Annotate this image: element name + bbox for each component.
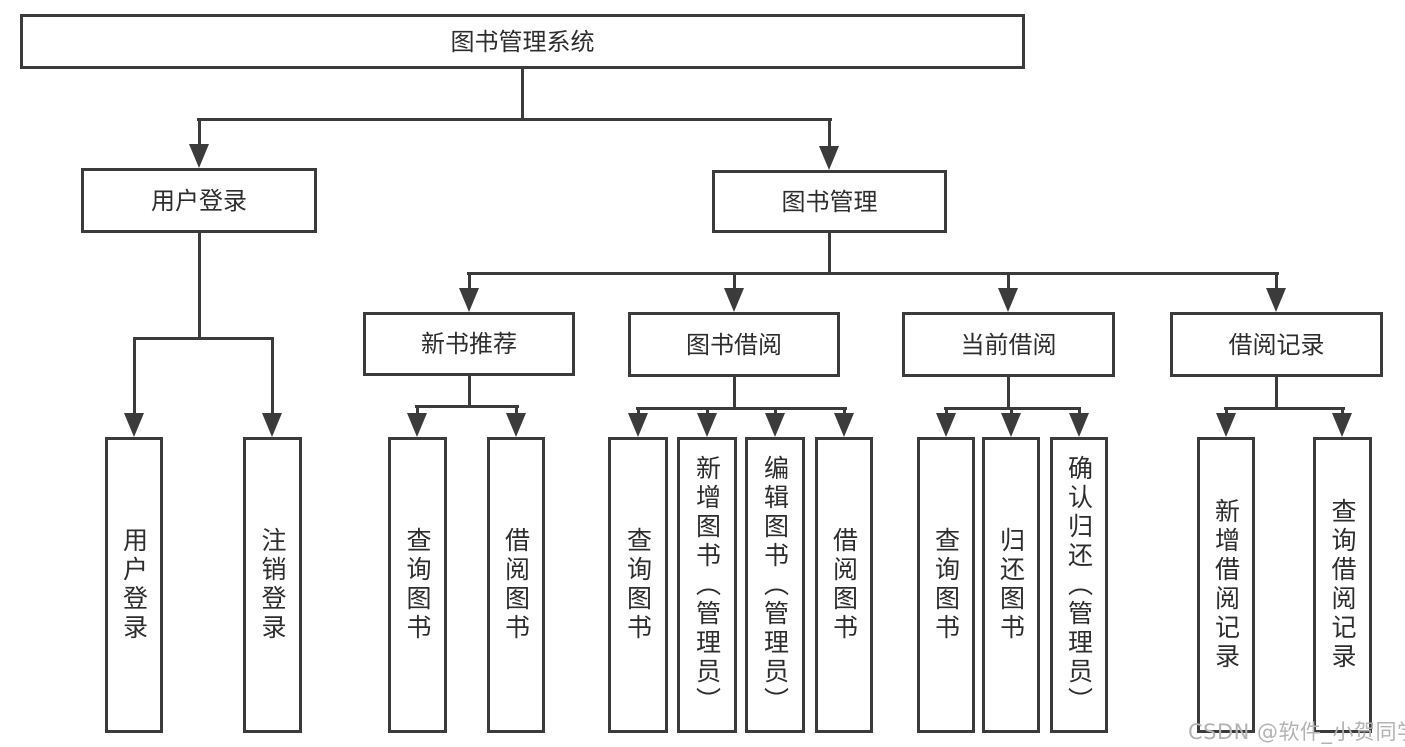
connector-line [843,407,846,417]
leaf-borrow-book-1: 借阅图书 [487,437,545,733]
connector-line [198,118,201,148]
connector-line [521,67,524,120]
connector-line [416,405,419,417]
connector-line [133,337,136,417]
connector-line [1225,407,1228,417]
leaf-add-borrow-record: 新增借阅记录 [1197,437,1255,733]
node-book-management: 图书管理 [712,170,947,233]
connector-line [1010,407,1013,417]
leaf-query-book-2: 查询图书 [608,437,668,733]
arrowhead-down-icon [998,288,1018,312]
arrowhead-down-icon [506,413,526,437]
node-new-book-recommend: 新书推荐 [363,312,575,376]
connector-line [468,374,471,408]
connector-line [515,405,518,417]
arrowhead-down-icon [936,413,956,437]
arrowhead-down-icon [697,413,717,437]
arrowhead-down-icon [1001,413,1021,437]
connector-line [197,118,832,121]
leaf-borrow-book-2: 借阅图书 [815,437,873,733]
connector-line [733,374,736,410]
connector-line [1224,407,1345,410]
arrowhead-down-icon [189,144,209,168]
connector-line [1341,407,1344,417]
connector-line [415,405,519,408]
leaf-confirm-return-admin: 确认归还（管理员） [1050,437,1108,733]
connector-line [1078,407,1081,417]
connector-line [271,337,274,417]
arrowhead-down-icon [1069,413,1089,437]
leaf-return-book: 归还图书 [982,437,1040,733]
connector-line [733,272,736,292]
node-book-borrow: 图书借阅 [628,312,840,377]
connector-line [198,231,201,340]
arrowhead-down-icon [834,413,854,437]
node-borrow-record: 借阅记录 [1170,312,1383,377]
connector-line [1275,374,1278,410]
node-root-system: 图书管理系统 [20,14,1025,69]
connector-line [828,231,831,275]
leaf-edit-book-admin: 编辑图书（管理员） [745,437,805,733]
arrowhead-down-icon [628,413,648,437]
arrowhead-down-icon [765,413,785,437]
node-user-login: 用户登录 [81,168,317,233]
arrowhead-down-icon [124,413,144,437]
connector-line [636,407,847,410]
connector-line [1007,374,1010,410]
connector-line [706,407,709,417]
leaf-logout: 注销登录 [243,437,302,733]
arrowhead-down-icon [459,288,479,312]
arrowhead-down-icon [1266,288,1286,312]
arrowhead-down-icon [1216,413,1236,437]
leaf-user-login: 用户登录 [105,437,163,733]
connector-line [467,272,1279,275]
connector-line [1275,272,1278,292]
connector-line [945,407,948,417]
arrowhead-down-icon [407,413,427,437]
arrowhead-down-icon [262,413,282,437]
connector-line [468,272,471,292]
arrowhead-down-icon [1332,413,1352,437]
connector-line [774,407,777,417]
connector-line [828,118,831,150]
node-current-borrow: 当前借阅 [902,312,1115,377]
arrowhead-down-icon [819,146,839,170]
connector-line [637,407,640,417]
csdn-watermark: CSDN @软件_小贺同学 [1188,720,1405,744]
leaf-query-borrow-record: 查询借阅记录 [1313,437,1372,733]
leaf-query-book-1: 查询图书 [388,437,447,733]
connector-line [1007,272,1010,292]
leaf-add-book-admin: 新增图书（管理员） [677,437,737,733]
connector-line [133,337,274,340]
arrowhead-down-icon [724,288,744,312]
leaf-query-book-3: 查询图书 [917,437,975,733]
